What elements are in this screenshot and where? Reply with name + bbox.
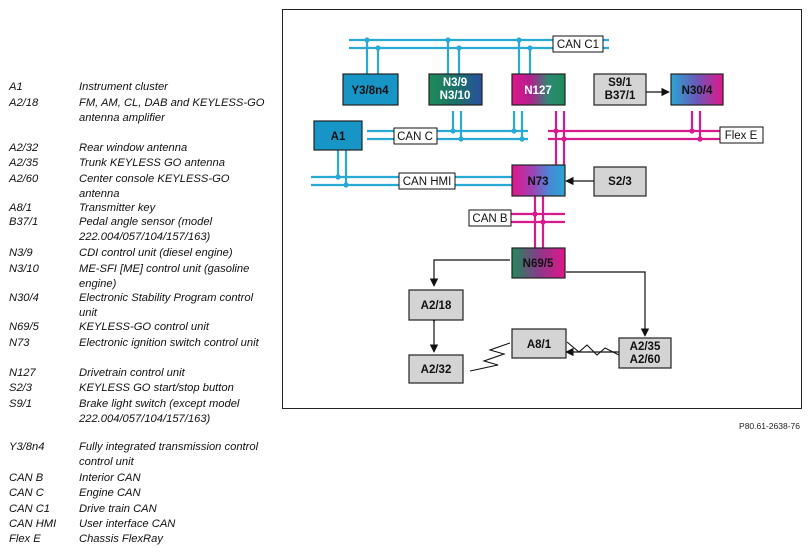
network-diagram: CAN C1 CAN C CAN HMI CAN B Flex E Y3/8n4… [282, 9, 802, 409]
module-s2-3 [593, 166, 647, 197]
module-a2-35-a2-60 [618, 337, 672, 369]
module-s2-3-label: S2/3 [608, 176, 632, 188]
module-s9-b37 [593, 73, 647, 106]
legend-description: Trunk KEYLESS GO antenna [79, 157, 225, 169]
legend-code: N3/9 [9, 247, 33, 259]
module-y3-8n4 [342, 73, 399, 106]
legend-description: Electronic Stability Program control uni… [79, 292, 254, 320]
can-c-bus [367, 111, 528, 141]
module-a2-35-label: A2/35 [630, 341, 661, 353]
radio-link-a81-a232 [469, 342, 511, 372]
legend-code: CAN C1 [9, 503, 51, 515]
legend-code: CAN B [9, 472, 44, 484]
legend-code: S2/3 [9, 382, 33, 394]
can-b-label: CAN B [472, 213, 507, 225]
can-hmi-label: CAN HMI [403, 176, 452, 188]
legend-code: N127 [9, 367, 36, 379]
can-c-label: CAN C [397, 131, 433, 143]
legend-description: CDI control unit (diesel engine) [79, 247, 233, 259]
module-n3-label-1: N3/9 [443, 77, 467, 89]
legend-description: FM, AM, CL, DAB and KEYLESS-GO antenna a… [79, 97, 265, 125]
legend-code: N69/5 [9, 321, 39, 333]
legend-code: A1 [9, 81, 23, 93]
reference-number: P80.61-2638-76 [739, 421, 800, 431]
legend-description: Chassis FlexRay [79, 533, 163, 545]
module-n127-label: N127 [524, 85, 552, 97]
can-b-label-box [468, 209, 512, 227]
legend-description: Instrument cluster [79, 81, 168, 93]
module-s9-label-1: S9/1 [608, 77, 632, 89]
module-n73 [511, 164, 566, 197]
arrow-n69-to-a235 [566, 271, 650, 337]
module-a2-32 [408, 354, 464, 384]
module-n69-5-label: N69/5 [523, 258, 554, 270]
module-n127 [511, 73, 566, 106]
module-a2-18-label: A2/18 [421, 300, 452, 312]
flex-e-label-box [719, 126, 764, 144]
legend-code: CAN C [9, 487, 44, 499]
arrow-n69-to-a218 [429, 259, 510, 287]
flex-e-label: Flex E [725, 130, 758, 142]
module-n30-4-label: N30/4 [682, 85, 713, 97]
legend-code: Flex E [9, 533, 41, 545]
can-c1-label-box [552, 35, 604, 53]
legend-description: KEYLESS GO start/stop button [79, 382, 234, 394]
can-c-label-box [393, 127, 438, 145]
module-n30-4 [670, 73, 724, 106]
legend-description: Pedal angle sensor (model 222.004/057/10… [79, 216, 213, 244]
legend-code: N30/4 [9, 292, 39, 304]
module-n3 [428, 73, 483, 106]
legend-code: N73 [9, 337, 30, 349]
can-hmi-label-box [398, 172, 456, 190]
legend-code: Y3/8n4 [9, 441, 45, 453]
module-n73-label: N73 [527, 176, 548, 188]
legend-code: A8/1 [9, 202, 33, 214]
legend-code: A2/18 [9, 97, 39, 109]
legend-code: S9/1 [9, 398, 33, 410]
legend-code: A2/35 [9, 157, 39, 169]
module-a1-label: A1 [331, 131, 346, 143]
legend-description: User interface CAN [79, 518, 176, 530]
legend-description: KEYLESS-GO control unit [79, 321, 209, 333]
legend-description: Transmitter key [79, 202, 156, 214]
module-y3-8n4-label: Y3/8n4 [351, 85, 389, 97]
legend-code: A2/60 [9, 173, 39, 185]
module-n3-label-2: N3/10 [440, 90, 471, 102]
legend-description: Brake light switch (except model 222.004… [79, 398, 240, 426]
legend-description: ME-SFI [ME] control unit (gasoline engin… [79, 263, 250, 291]
radio-link-a81-a235 [566, 341, 620, 356]
legend-description: Interior CAN [79, 472, 141, 484]
module-a2-18 [408, 289, 464, 321]
module-n69-5 [511, 247, 566, 279]
legend-description: Rear window antenna [79, 142, 188, 154]
module-a1 [313, 120, 363, 151]
module-a8-1 [511, 328, 567, 359]
legend-description: Electronic ignition switch control unit [79, 337, 259, 349]
legend-description: Drive train CAN [79, 503, 157, 515]
module-s9-label-2: B37/1 [605, 90, 636, 102]
module-a8-1-label: A8/1 [527, 339, 552, 351]
legend-code: CAN HMI [9, 518, 57, 530]
legend-code: N3/10 [9, 263, 39, 275]
can-c1-label: CAN C1 [557, 39, 599, 51]
legend-code: B37/1 [9, 216, 39, 228]
legend-description: Engine CAN [79, 487, 141, 499]
legend-description: Fully integrated transmission control co… [79, 441, 259, 469]
legend-description: Drivetrain control unit [79, 367, 185, 379]
legend-code: A2/32 [9, 142, 39, 154]
module-a2-60-label: A2/60 [630, 354, 661, 366]
legend-description: Center console KEYLESS-GO antenna [79, 173, 230, 201]
module-a2-32-label: A2/32 [421, 364, 452, 376]
